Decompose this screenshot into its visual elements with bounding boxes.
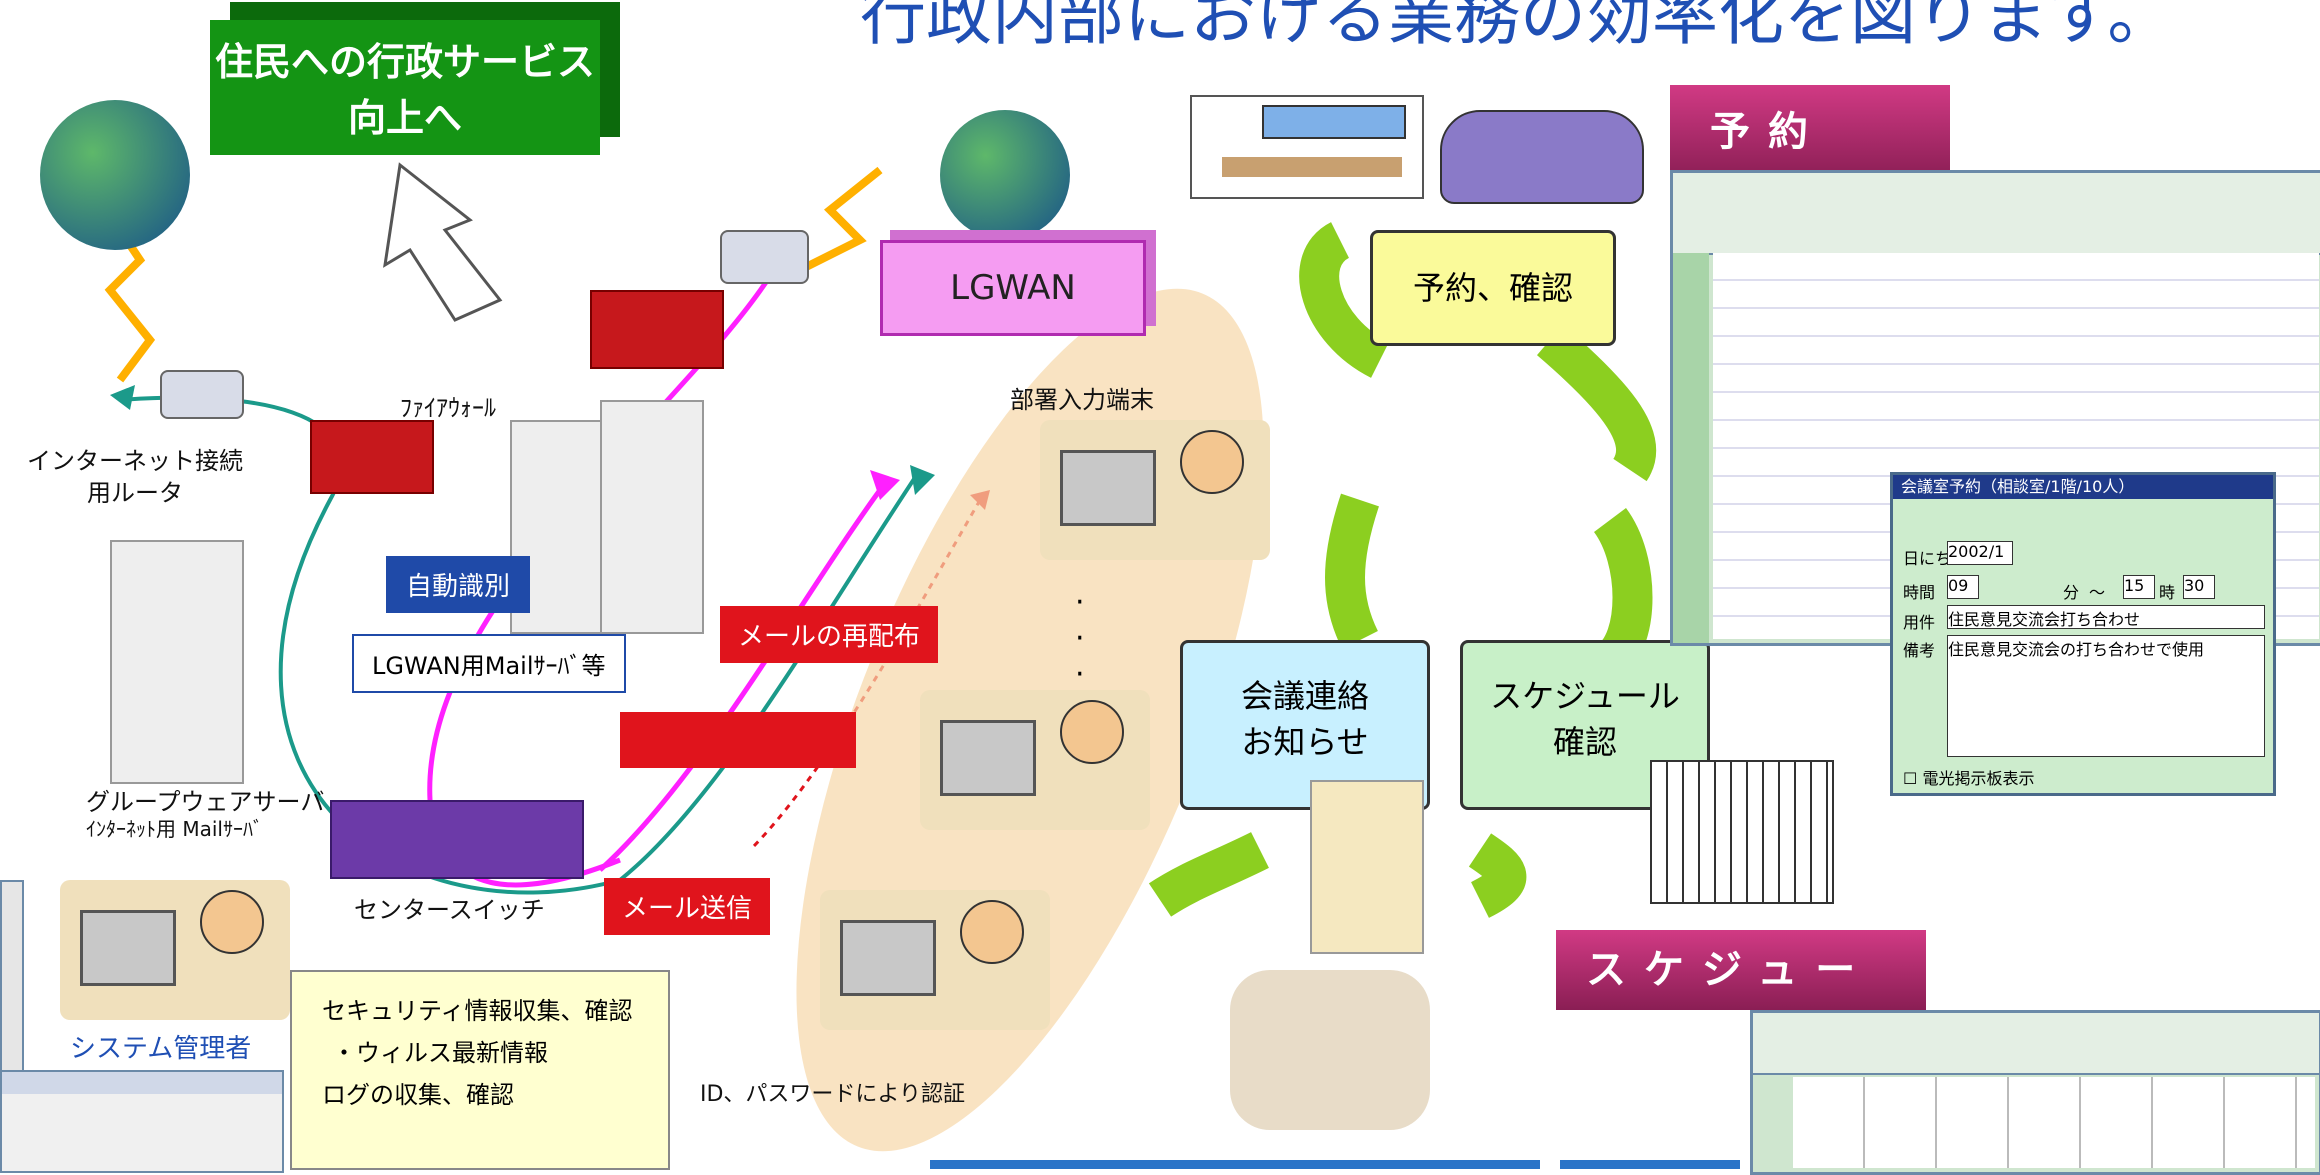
meeting-line: お知らせ: [1241, 723, 1369, 761]
switch-icon: [330, 800, 584, 879]
person-icon: [960, 900, 1024, 964]
blank-red-tag: [620, 712, 856, 768]
arrowhead-teal-2: [110, 385, 135, 410]
green-arrow-5: [1148, 832, 1269, 917]
send-mail-tag: メール送信: [604, 878, 771, 935]
reservation-dialog: 会議室予約（相談室/1階/10人） 日にち 2002/1 時間 09 分 ～ 1…: [1890, 472, 2276, 796]
meeting-people-icon: [1230, 970, 1430, 1130]
bottom-strip: [930, 1160, 1540, 1169]
zigzag-right: [798, 166, 883, 274]
server-icon: [600, 400, 704, 634]
meeting-line: 会議連絡: [1240, 677, 1369, 715]
monitor-icon: [80, 910, 176, 986]
dialog-title: 会議室予約（相談室/1階/10人）: [1893, 475, 2273, 499]
table-icon: [1222, 157, 1402, 177]
router-label: インターネット接続用ルータ: [27, 447, 243, 507]
schedule-window: [1750, 1010, 2320, 1175]
tilde-label: ～: [2089, 583, 2106, 602]
car-icon: [1440, 110, 1644, 204]
dept-terminal-label: 部署入力端末: [1010, 386, 1154, 414]
minute-input[interactable]: 30: [2183, 575, 2215, 599]
admin-window: [0, 1070, 284, 1173]
green-arrow-1: [1299, 222, 1390, 378]
schedule-banner: スケジュール: [1556, 930, 1926, 1073]
globe-icon: [940, 110, 1070, 240]
security-note-line: セキュリティ情報収集、確認: [322, 997, 633, 1025]
mail-server-label: ｲﾝﾀｰﾈｯﾄ用 Mailｻｰﾊﾞ: [86, 817, 263, 841]
terminal-icon: [920, 690, 1150, 830]
subject-input[interactable]: 住民意見交流会打ち合わせ: [1947, 605, 2265, 629]
sys-admin-label: システム管理者: [70, 1034, 252, 1064]
arrowhead: [870, 470, 900, 500]
person-icon: [1060, 700, 1124, 764]
monitor-icon: [1060, 450, 1156, 526]
security-note: セキュリティ情報収集、確認 ・ウィルス最新情報 ログの収集、確認: [290, 970, 670, 1170]
display-checkbox-text: 電光掲示板表示: [1922, 769, 2035, 788]
router-icon: [720, 230, 809, 284]
terminal-icon: [1040, 420, 1270, 560]
calendar-sidebar: [1673, 253, 1709, 643]
page-title: 行政内部における業務の効率化を図ります。: [860, 0, 2174, 54]
security-note-line: ・ウィルス最新情報: [332, 1039, 548, 1067]
arrowhead-teal: [910, 465, 935, 495]
monitor-icon: [940, 720, 1036, 796]
auto-identify-tag: 自動識別: [386, 556, 531, 613]
schedule-line: 確認: [1552, 723, 1617, 761]
notes-textarea[interactable]: 住民意見交流会の打ち合わせで使用: [1947, 635, 2265, 757]
green-arrow-3: [1593, 508, 1653, 677]
monitor-icon: [840, 920, 936, 996]
notes-label: 備考: [1903, 641, 1936, 660]
meeting-room-icon: [1190, 95, 1424, 199]
subject-label: 用件: [1903, 613, 1936, 632]
lgwan-label: LGWAN: [880, 240, 1146, 336]
center-switch-label: センタースイッチ: [354, 896, 545, 924]
magenta-line-2: [598, 488, 883, 872]
schedule-line: スケジュール: [1490, 677, 1680, 715]
calendar-header: [1673, 173, 2320, 255]
groupware-server-label: グループウェアサーバ: [86, 788, 325, 816]
minute-label: 分: [2063, 583, 2080, 602]
firewall-icon: [310, 420, 434, 494]
schedule-grid: [1793, 1077, 2315, 1168]
lgwan-mail-tag: LGWAN用Mailｻｰﾊﾞ等: [352, 634, 626, 693]
terminal-icon: [820, 890, 1050, 1030]
magenta-line: [427, 258, 783, 888]
firewall-icon: [590, 290, 724, 369]
date-input[interactable]: 2002/1: [1947, 541, 2013, 565]
schedule-sheet-icon: [1650, 760, 1834, 904]
reserve-banner: 予約: [1670, 85, 1950, 180]
person-icon: [200, 890, 264, 954]
whiteboard-icon: [1262, 105, 1406, 139]
firewall-label: ﾌｧｲｱｳｫｰﾙ: [400, 394, 496, 422]
hour-label: 時: [2159, 583, 2176, 602]
time-label: 時間: [1903, 583, 1936, 602]
notice-document-icon: [1310, 780, 1424, 954]
up-arrow: [383, 162, 503, 322]
auth-label: ID、パスワードにより認証: [700, 1082, 965, 1107]
bottom-strip: [1560, 1160, 1740, 1169]
security-note-line: ログの収集、確認: [322, 1081, 514, 1109]
globe-icon: [40, 100, 190, 250]
ellipsis-dots: ···: [1075, 585, 1085, 692]
green-arrow-6: [1468, 833, 1527, 918]
schedule-header: [1753, 1013, 2319, 1075]
router-icon: [160, 370, 244, 419]
server-icon: [110, 540, 244, 784]
time-to-input[interactable]: 15: [2123, 575, 2155, 599]
service-box: 住民への行政サービス向上へ: [210, 20, 600, 155]
window-titlebar: [2, 1072, 282, 1094]
time-from-input[interactable]: 09: [1947, 575, 1979, 599]
green-arrow-4: [1325, 493, 1380, 649]
date-label: 日にち: [1903, 549, 1952, 568]
green-arrow-2: [1536, 324, 1657, 482]
schedule-scroll: スケジュール 確認: [1460, 640, 1710, 810]
display-checkbox-label[interactable]: ☐ 電光掲示板表示: [1903, 769, 2035, 788]
reserve-scroll: 予約、確認: [1370, 230, 1616, 346]
redistribute-tag: メールの再配布: [720, 606, 939, 663]
admin-terminal-icon: [60, 880, 290, 1020]
window-fragment: [0, 880, 24, 1084]
person-icon: [1180, 430, 1244, 494]
